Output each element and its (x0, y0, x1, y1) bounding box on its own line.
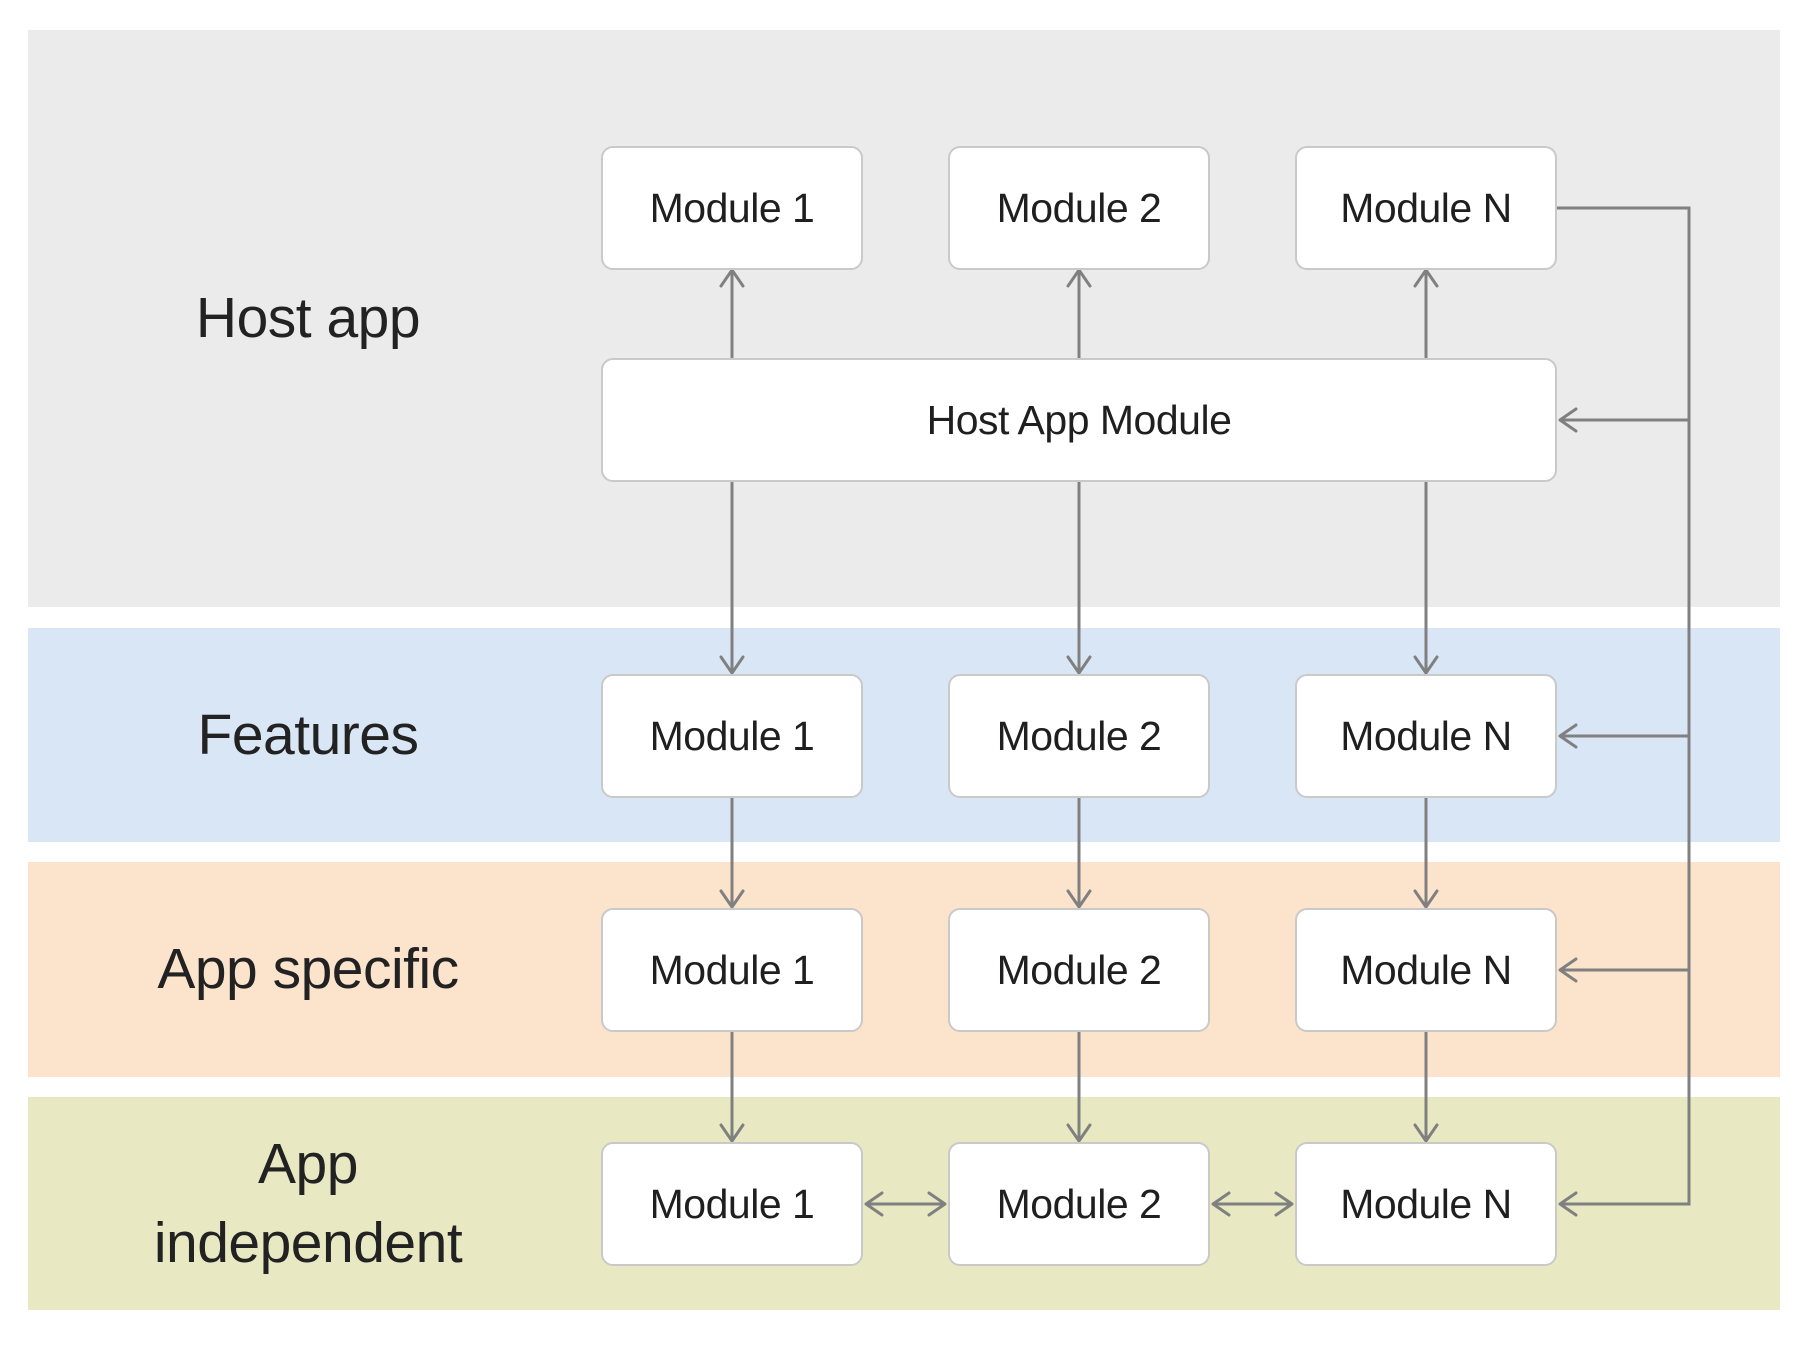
app-specific-module-1: Module 1 (601, 908, 863, 1032)
band-host-app (28, 30, 1780, 607)
label-host-app: Host app (195, 286, 421, 351)
app-specific-module-n: Module N (1295, 908, 1557, 1032)
app-independent-module-2: Module 2 (948, 1142, 1210, 1266)
host-app-module-hub: Host App Module (601, 358, 1557, 482)
features-module-n: Module N (1295, 674, 1557, 798)
host-module-2: Module 2 (948, 146, 1210, 270)
label-app-independent: App independent (153, 1131, 463, 1275)
label-features: Features (197, 702, 419, 767)
features-module-1: Module 1 (601, 674, 863, 798)
host-module-n: Module N (1295, 146, 1557, 270)
app-independent-module-n: Module N (1295, 1142, 1557, 1266)
app-independent-module-1: Module 1 (601, 1142, 863, 1266)
app-specific-module-2: Module 2 (948, 908, 1210, 1032)
host-module-1: Module 1 (601, 146, 863, 270)
label-app-specific: App specific (157, 937, 459, 1002)
features-module-2: Module 2 (948, 674, 1210, 798)
